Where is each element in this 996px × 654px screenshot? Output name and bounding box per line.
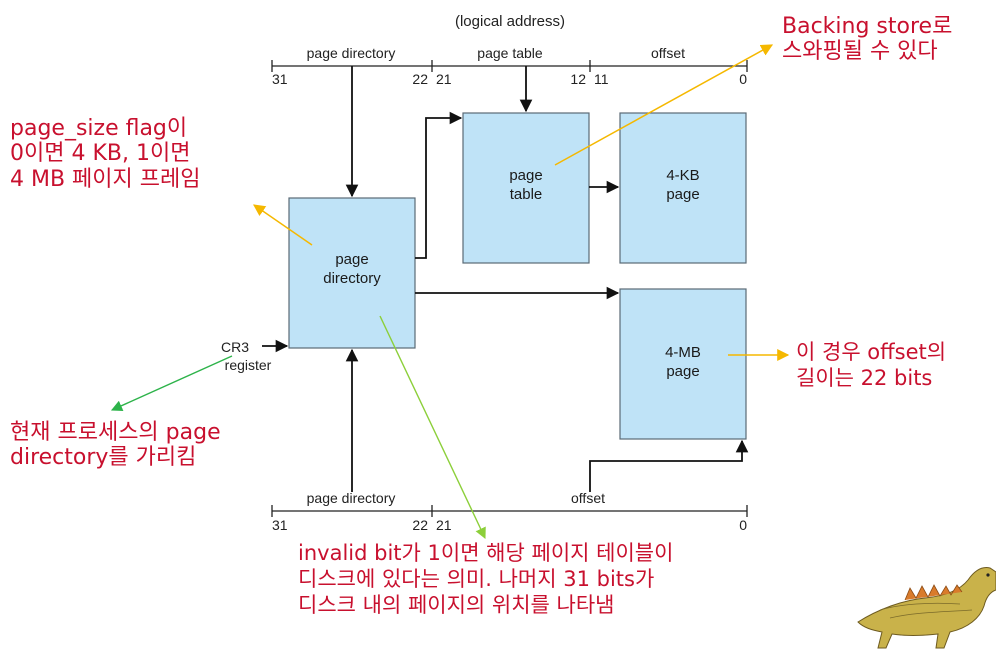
bottom-address-bar (271, 505, 748, 517)
page-4mb-box-label-1: 4-MB (665, 344, 701, 361)
annotation-cr3-line-1: 현재 프로세스의 page (10, 420, 221, 445)
annotation-page-size-flag: page_size flag이 0이면 4 KB, 1이면 4 MB 페이지 프… (10, 116, 201, 192)
annotation-page-size-flag-line-3: 4 MB 페이지 프레임 (10, 166, 201, 192)
bottom-field-page-directory: page directory (307, 490, 396, 506)
top-bit-0: 0 (739, 71, 747, 87)
page-4mb-box (619, 288, 747, 440)
bottom-bit-0: 0 (739, 517, 747, 533)
top-bit-11: 11 (594, 71, 609, 87)
page-4mb-box-label-2: page (666, 363, 699, 380)
top-field-page-directory: page directory (307, 45, 396, 61)
bottom-bit-31: 31 (272, 517, 288, 533)
annotation-offset-length: 이 경우 offset의 길이는 22 bits (796, 340, 946, 391)
bottom-bit-21: 21 (436, 517, 452, 533)
page-table-box-label-1: page (509, 167, 542, 184)
annotation-invalid-bit-line-2: 디스크에 있다는 의미. 나머지 31 bits가 (298, 567, 655, 592)
annotation-backing-store: Backing store로 스와핑될 수 있다 (782, 14, 952, 65)
top-bit-21: 21 (436, 71, 452, 87)
annotation-page-size-flag-line-2: 0이면 4 KB, 1이면 (10, 141, 191, 167)
page-table-box (462, 112, 590, 264)
annotation-backing-store-line-1: Backing store로 (782, 14, 953, 39)
top-field-page-table: page table (477, 45, 543, 61)
arrow-directory-to-page-table (415, 111, 463, 259)
annotation-invalid-bit: invalid bit가 1이면 해당 페이지 테이블이 디스크에 있다는 의미… (298, 540, 673, 618)
page-4kb-box-label-2: page (666, 186, 699, 203)
annotation-cr3-line-2: directory를 가리킴 (10, 445, 197, 471)
annotation-backing-store-line-2: 스와핑될 수 있다 (782, 39, 938, 65)
arrow-offset-to-4mb-page (589, 439, 749, 492)
arrow-invalid-bit-annotation (379, 315, 486, 540)
page-table-box-label-2: table (510, 186, 543, 203)
page-4kb-box-label-1: 4-KB (666, 167, 699, 184)
cr3-label-2: register (225, 357, 272, 373)
annotation-page-size-flag-line-1: page_size flag이 (10, 116, 188, 141)
top-bit-31: 31 (272, 71, 288, 87)
top-field-offset: offset (651, 45, 685, 61)
arrow-page-size-flag-annotation (253, 204, 313, 246)
page-directory-box-label-2: directory (323, 270, 381, 287)
annotation-offset-length-line-1: 이 경우 offset의 (796, 340, 947, 364)
annotation-offset-length-line-2: 길이는 22 bits (796, 365, 933, 390)
page-4kb-box (619, 112, 747, 264)
arrow-backing-store-annotation (554, 44, 774, 166)
bottom-bit-22: 22 (412, 517, 428, 533)
top-bit-12: 12 (570, 71, 586, 87)
annotation-invalid-bit-line-1: invalid bit가 1이면 해당 페이지 테이블이 (298, 541, 674, 565)
dinosaur-mascot-icon (857, 567, 996, 649)
page-directory-box-label-1: page (335, 251, 368, 268)
arrow-cr3-annotation (110, 355, 233, 411)
bottom-field-offset: offset (571, 490, 605, 506)
annotation-invalid-bit-line-3: 디스크 내의 페이지의 위치를 나타냄 (298, 593, 615, 618)
page-directory-box (288, 197, 416, 349)
cr3-label-1: CR3 (221, 339, 249, 355)
logical-address-label: (logical address) (455, 13, 565, 30)
top-bit-22: 22 (412, 71, 428, 87)
annotation-cr3: 현재 프로세스의 page directory를 가리킴 (10, 420, 221, 471)
